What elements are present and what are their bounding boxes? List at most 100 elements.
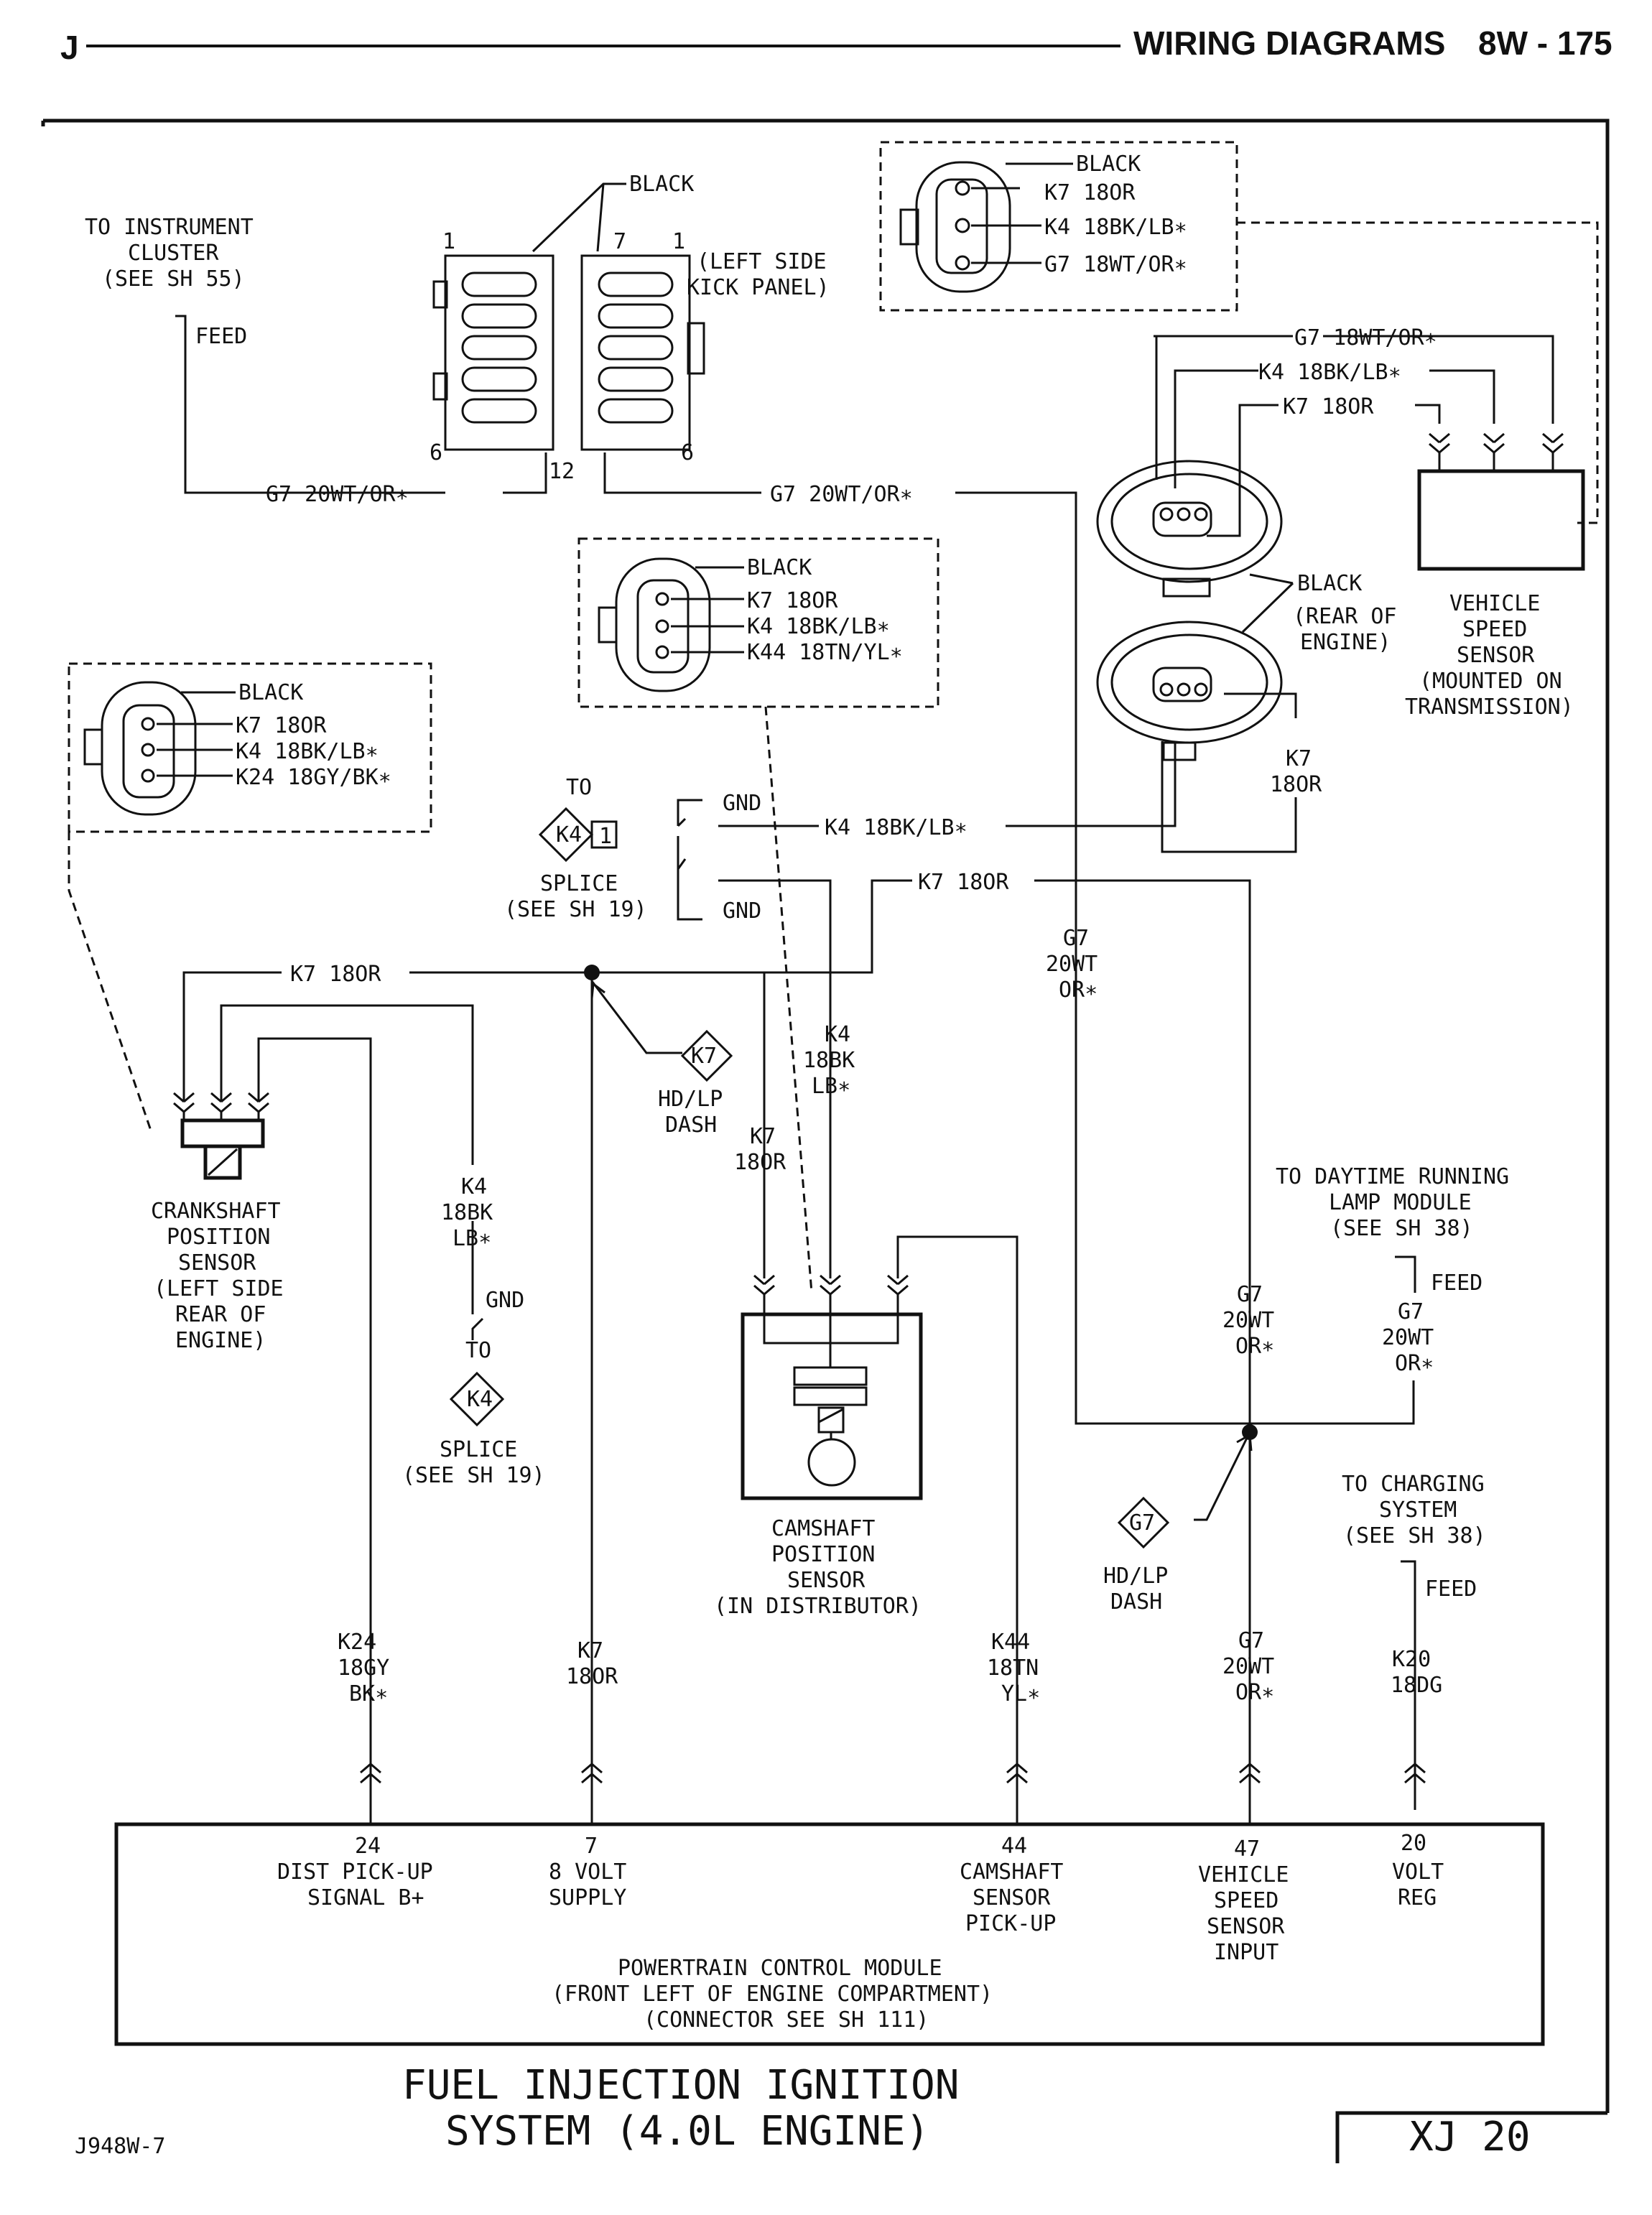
pcm-pin-number: 24: [355, 1834, 381, 1859]
ckp-label: CRANKSHAFT: [151, 1199, 281, 1224]
vehicle-code-box: [1335, 2111, 1607, 2163]
wire-label-g7: G7 18WT/OR∗: [1044, 252, 1187, 277]
vss-label: VEHICLE: [1449, 591, 1540, 616]
connector-chevrons: [1429, 432, 1564, 454]
wire-label-g7: 20WT: [1046, 952, 1098, 977]
gnd-bracket: [677, 799, 702, 921]
cmp-label: (IN DISTRIBUTOR): [714, 1594, 922, 1619]
wire-label-g7: G7 20WT/OR∗: [266, 482, 409, 507]
gnd-label: GND: [723, 898, 761, 924]
splice-k4-marker: [538, 807, 618, 863]
wire-label-k7: K7 18OR: [1283, 394, 1374, 419]
connector-color-label: BLACK: [747, 555, 812, 580]
vehicle-speed-sensor: [1417, 469, 1585, 571]
to-label: TO: [566, 775, 592, 800]
pcm-pin-label: SIGNAL B+: [307, 1885, 424, 1910]
header-title: WIRING DIAGRAMS: [1133, 24, 1445, 62]
wire-label-g7: G7: [1237, 1282, 1263, 1307]
pcm-name: POWERTRAIN CONTROL MODULE: [618, 1956, 942, 1981]
camshaft-position-sensor: [741, 1294, 923, 1500]
wire-label-k24: K24 18GY/BK∗: [236, 765, 391, 790]
connector-chevrons: [173, 1092, 269, 1113]
wire-label-k4: K4 18BK/LB∗: [747, 614, 890, 639]
splice-pin: 1: [599, 824, 612, 849]
wire-label-k4: K4 18BK/LB∗: [1258, 360, 1401, 385]
crankshaft-position-sensor: [180, 1118, 265, 1180]
cluster-label: CLUSTER: [128, 241, 219, 266]
rear-engine-connector-upper: [1096, 460, 1283, 598]
figure-code: J948W-7: [75, 2134, 165, 2159]
pcm-wire-label-24: K24 18GY BK∗: [338, 1630, 389, 1706]
wire-label-k4: K4 18BK/LB∗: [825, 815, 967, 840]
pcm-location: (FRONT LEFT OF ENGINE COMPARTMENT): [552, 1982, 993, 2007]
cluster-see-sheet: (SEE SH 55): [102, 266, 245, 292]
splice-label: SPLICE: [440, 1437, 517, 1462]
wire-label-g7: 20WT: [1222, 1308, 1274, 1333]
svg-text:K20: K20: [1392, 1647, 1431, 1672]
pcm-connector-reference: (CONNECTOR SEE SH 111): [644, 2007, 929, 2033]
splice-label: SPLICE: [540, 871, 618, 896]
cluster-label: TO INSTRUMENT: [85, 215, 254, 240]
wire-label-k7: K7 18OR: [236, 713, 327, 738]
vehicle-code: XJ 20: [1409, 2114, 1531, 2160]
ckp-label: POSITION: [167, 1225, 271, 1250]
wire-label-g7: G7 20WT/OR∗: [770, 482, 913, 507]
feed-label: FEED: [1431, 1271, 1482, 1296]
wire-label-k44: K44 18TN/YL∗: [747, 640, 903, 665]
pcm-pin-number: 44: [1001, 1834, 1027, 1859]
hdlp-label: HD/LP: [1103, 1564, 1168, 1589]
charging-label: SYSTEM: [1379, 1497, 1457, 1523]
svg-text:18OR: 18OR: [566, 1664, 618, 1689]
pcm-pin-label: DIST PICK-UP: [277, 1859, 433, 1885]
pcm-wire-label-7: K7 18OR: [566, 1638, 618, 1689]
ckp-connector-icon: [83, 681, 197, 816]
ckp-label: REAR OF: [175, 1302, 266, 1327]
feed-label: FEED: [1425, 1576, 1477, 1602]
location-label: (REAR OF: [1293, 604, 1397, 629]
svg-text:18DG: 18DG: [1391, 1673, 1442, 1698]
pcm-pin-label: SENSOR: [1207, 1914, 1285, 1939]
vss-label: (MOUNTED ON: [1419, 669, 1562, 694]
ckp-label: (LEFT SIDE: [154, 1276, 284, 1301]
g7-wire-cluster: [175, 315, 445, 494]
vss-connector-icon: [899, 161, 1011, 293]
wire-label-k4: K4 18BK/LB∗: [236, 739, 379, 764]
wire-label-g7: OR∗: [1235, 1334, 1274, 1359]
connector-color-label: BLACK: [629, 172, 694, 197]
kick-panel-connector: [432, 254, 705, 451]
wire-label-k4: LB∗: [812, 1074, 850, 1099]
vss-connector-detail: [879, 141, 1238, 312]
pcm-wire-label-44: K44 18TN YL∗: [987, 1630, 1040, 1706]
dash-label: DASH: [1110, 1589, 1162, 1615]
pin-label: 6: [430, 440, 442, 465]
wire-label-k7: K7: [1286, 746, 1312, 771]
header-page: 8W - 175: [1478, 24, 1612, 62]
pin-label: 6: [681, 440, 694, 465]
svg-text:YL∗: YL∗: [1001, 1681, 1040, 1706]
ckp-connector-detail: [68, 662, 432, 833]
leader-arrow: [532, 182, 626, 253]
splice-see-sheet: (SEE SH 19): [504, 897, 647, 922]
wire-label-g7: G7 18WT/OR∗: [1294, 325, 1437, 350]
vss-label: TRANSMISSION): [1405, 695, 1574, 720]
wire-label-k7: 18OR: [1270, 772, 1322, 797]
ckp-label: SENSOR: [178, 1250, 256, 1276]
ckp-label: ENGINE): [175, 1328, 266, 1353]
hdlp-dash-k7-marker: [680, 1029, 733, 1082]
svg-text:20WT: 20WT: [1222, 1654, 1274, 1679]
reference-dash: [1237, 221, 1599, 524]
pcm-wire-label-20: K20 18DG: [1391, 1647, 1442, 1698]
wire-label-g7: G7: [1398, 1299, 1424, 1324]
dash-label: DASH: [665, 1113, 717, 1138]
svg-text:G7: G7: [1238, 1628, 1264, 1653]
wire-label-k4: K4: [825, 1022, 850, 1047]
svg-text:OR∗: OR∗: [1235, 1680, 1274, 1705]
svg-text:K7: K7: [577, 1638, 603, 1663]
splice-id: K7: [691, 1044, 717, 1069]
pin-label: 7: [613, 229, 626, 254]
wire-label-g7: OR∗: [1395, 1351, 1434, 1376]
vss-label: SENSOR: [1457, 643, 1535, 668]
pcm-pin-label: SENSOR: [973, 1885, 1051, 1910]
charging-label: TO CHARGING: [1342, 1472, 1485, 1497]
pcm-pin-label: INPUT: [1214, 1940, 1279, 1965]
